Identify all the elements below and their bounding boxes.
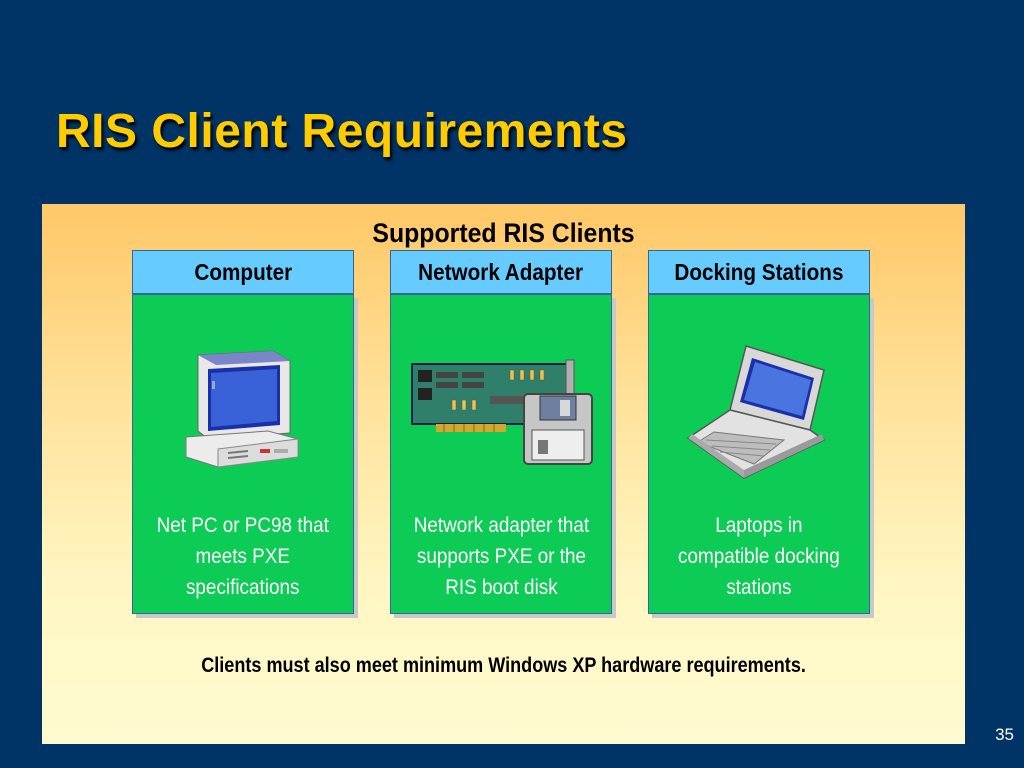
card-header-network-adapter: Network Adapter [390, 250, 612, 294]
network-adapter-card-icon [391, 335, 611, 485]
card-header-docking-stations: Docking Stations [648, 250, 870, 294]
card-text-network-adapter: Network adapter that supports PXE or the… [413, 514, 589, 599]
card-body-docking-stations: Laptops in compatible docking stations [648, 294, 870, 614]
footnote: Clients must also meet minimum Windows X… [201, 654, 806, 677]
desktop-computer-icon [133, 335, 353, 485]
card-network-adapter: Network Adapter [390, 250, 616, 618]
laptop-icon [649, 335, 869, 485]
card-docking-stations: Docking Stations [648, 250, 874, 618]
content-panel: Supported RIS Clients Computer [42, 204, 965, 744]
card-text-docking-stations: Laptops in compatible docking stations [678, 514, 840, 599]
page-number: 35 [995, 725, 1014, 744]
card-header-computer: Computer [132, 250, 354, 294]
card-computer: Computer [132, 250, 358, 618]
card-body-network-adapter: Network adapter that supports PXE or the… [390, 294, 612, 614]
slide-title: RIS Client Requirements [56, 105, 628, 158]
card-body-computer: Net PC or PC98 that meets PXE specificat… [132, 294, 354, 614]
panel-heading: Supported RIS Clients [372, 218, 635, 248]
card-text-computer: Net PC or PC98 that meets PXE specificat… [156, 514, 330, 599]
